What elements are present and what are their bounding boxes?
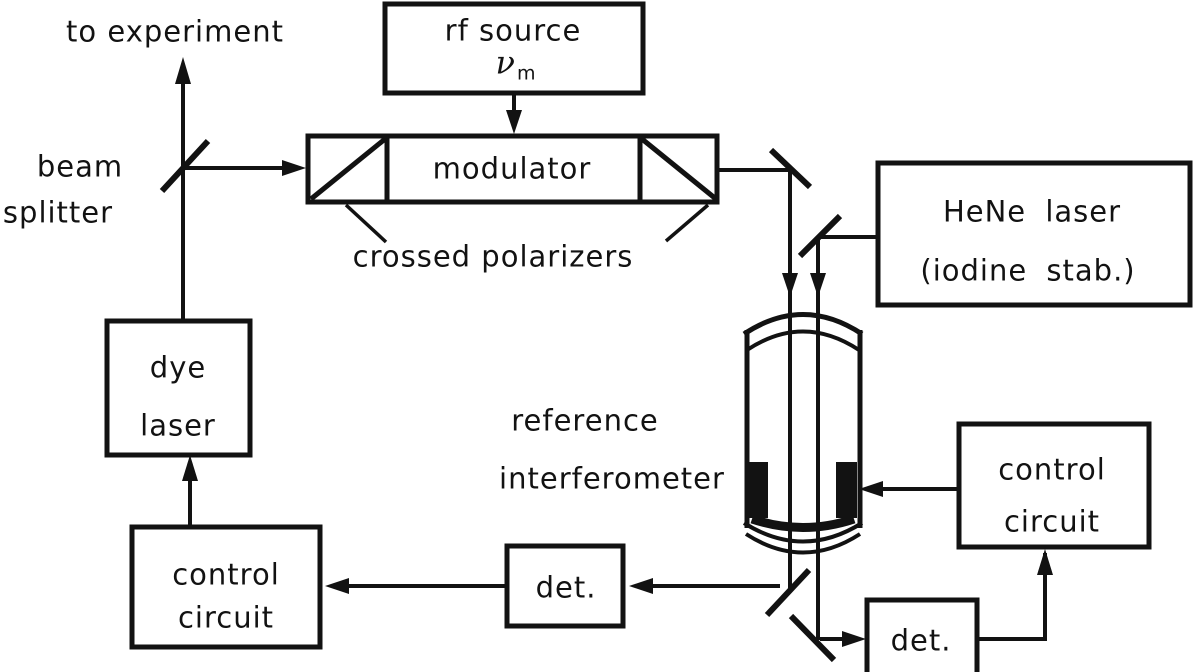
detector-right-label: det.	[890, 623, 952, 658]
arrow-into-control-right	[1037, 549, 1053, 575]
polarizer-right-diagonal	[640, 137, 718, 201]
polarizer-left-diagonal	[309, 137, 387, 201]
hene-laser-box	[875, 160, 1193, 308]
arrow-into-modulator	[282, 160, 306, 176]
arrow-into-detector-right	[842, 631, 866, 647]
nu-subscript: m	[516, 62, 537, 85]
arrow-into-control-left	[325, 578, 349, 594]
arrow-to-experiment	[175, 57, 191, 84]
hene-fold-mirror	[797, 213, 843, 259]
cylinder-rim-upper-arc	[742, 521, 864, 544]
nu-symbol: ν	[495, 43, 516, 82]
pointer-right-polarizer	[664, 203, 710, 243]
control-circuit-right-label-line2: circuit	[1003, 504, 1101, 539]
cylinder-top-outer-arc	[742, 312, 864, 337]
detector-left-label: det.	[535, 570, 597, 605]
dye-laser-label-line2: laser	[140, 408, 216, 443]
pointer-left-polarizer	[344, 203, 388, 244]
beam-splitter-label-line2: splitter	[2, 195, 114, 230]
cylinder-rim-lower-arc	[744, 532, 862, 555]
rf-source-title: rf source	[444, 13, 582, 48]
arrow-rf-into-modulator	[506, 110, 522, 134]
cylinder-top-inner-arc	[745, 329, 861, 352]
spacer-block-left	[748, 462, 768, 518]
control-circuit-left-box	[129, 524, 323, 650]
fold-mirror-bottom-right	[788, 613, 837, 663]
crossed-polarizer-cells	[309, 136, 718, 202]
spacer-block-right	[836, 462, 857, 518]
fold-mirror-bottom-left	[764, 567, 812, 618]
dye-laser-label-line1: dye	[149, 350, 207, 385]
reference-interferometer-label-line1: reference	[511, 403, 659, 438]
arrow-hene-beam-down	[810, 273, 826, 297]
fold-mirror-top	[768, 147, 813, 190]
control-circuit-left-label-line1: control	[172, 557, 280, 592]
arrow-into-interferometer	[859, 481, 883, 497]
reference-interferometer-cylinder	[742, 312, 864, 555]
hene-laser-label-line2: (iodine stab.)	[920, 253, 1136, 288]
control-circuit-right-box	[956, 421, 1152, 550]
arrow-into-dye-laser	[182, 455, 198, 481]
beam-splitter-label-line1: beam	[36, 149, 124, 184]
label-pointers	[344, 203, 710, 244]
detector-to-control-right-line	[977, 553, 1047, 641]
modulator-label: modulator	[432, 151, 592, 186]
cylinder-cavity-bottom	[750, 514, 856, 532]
hene-laser-label-line1: HeNe laser	[942, 194, 1122, 229]
beam-splitter-mirror	[159, 138, 211, 194]
crossed-polarizers-label: crossed polarizers	[352, 239, 634, 274]
arrow-into-detector-left	[629, 578, 653, 594]
control-circuit-left-label-line2: circuit	[177, 600, 275, 635]
rf-frequency-symbol: νm	[496, 47, 537, 84]
dye-laser-box	[104, 318, 253, 458]
arrow-dye-beam-down	[782, 273, 798, 297]
reference-interferometer-label-line2: interferometer	[499, 461, 725, 496]
control-circuit-right-label-line1: control	[998, 452, 1106, 487]
to-experiment-label: to experiment	[66, 14, 284, 49]
